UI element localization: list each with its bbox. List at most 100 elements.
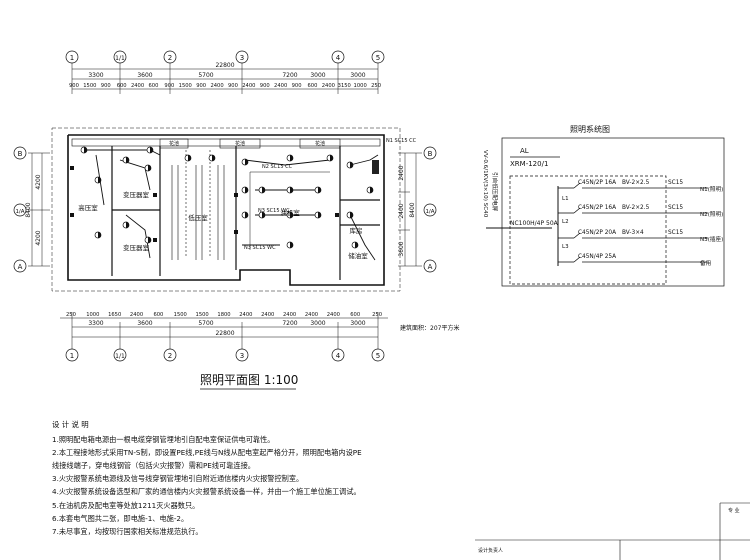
switch-icon <box>234 193 238 197</box>
dim-text: 600 <box>148 83 158 89</box>
dim-text: 8400 <box>25 202 32 217</box>
room-label-battery: 储油室 <box>348 251 368 260</box>
room-label-flower: 花池 <box>235 140 245 147</box>
system-title: 照明系统图 <box>570 124 610 134</box>
notes-heading: 设 计 说 明 <box>52 420 89 429</box>
light-fixture-fill <box>212 155 215 161</box>
axis-label: 1 <box>70 352 74 360</box>
dim-text: 2400 <box>130 312 143 318</box>
branch-breaker: C45N/2P 16A <box>578 180 616 186</box>
room-label-transformer: 变压器室 <box>123 190 150 199</box>
dim-text: 2400 <box>327 312 340 318</box>
flower-pit-box <box>299 138 341 149</box>
flower-pit-box <box>219 138 261 149</box>
axis-bubbles-left: B 1/A A <box>13 146 27 273</box>
axis-label: 2 <box>168 54 172 62</box>
panel-enclosure <box>509 175 667 285</box>
breaker-symbol <box>573 232 581 239</box>
axis-label: 3 <box>240 352 244 360</box>
dim-text: 600 <box>350 312 360 318</box>
note-item: 1.照明配电箱电源由一根电缆穿钢管埋地引自配电室保证供电可靠性。 <box>52 435 275 445</box>
switch-icon <box>153 238 157 242</box>
incoming-cable: VV-0.6/1KV(3×10) SC40 <box>482 150 488 218</box>
plan-title: 照明平面图 1:100 <box>200 373 298 387</box>
lighting-system-diagram: 照明系统图 AL XRM-120/1 VV-0.6/1KV(3×10) SC40… <box>482 124 725 287</box>
switch-icon <box>234 230 238 234</box>
light-fixture-fill <box>290 212 293 218</box>
breaker-symbol <box>573 182 581 189</box>
flower-pit-box <box>159 138 189 149</box>
branch-conduit: SC15 <box>668 180 683 186</box>
dim-text: 7200 <box>282 320 297 327</box>
axis-label: 1 <box>70 54 74 62</box>
dim-text: 2400 <box>242 83 255 89</box>
dim-text: 22800 <box>215 330 234 337</box>
right-dimensions: 2400 2400 3600 8400 <box>398 152 422 267</box>
panel-name: AL <box>520 147 529 155</box>
dim-text: 2400 <box>398 165 405 180</box>
light-fixtures <box>70 146 374 249</box>
dim-text: 22800 <box>215 62 234 69</box>
light-fixture-fill <box>370 187 373 193</box>
branch-cable: BV-3×4 <box>622 230 644 236</box>
dim-text: 4200 <box>35 230 42 245</box>
branch-breaker: C45N/2P 20A <box>578 230 616 236</box>
branch-circuit: 备用 <box>700 259 711 267</box>
axis-label: B <box>18 150 23 158</box>
dim-text: 600 <box>117 83 127 89</box>
cable-label: N2 SC15 CC <box>262 164 293 170</box>
branch-conduit: SC15 <box>668 230 683 236</box>
light-fixture-fill <box>84 147 87 153</box>
axis-label: 1/1 <box>115 353 125 360</box>
light-fixture-fill <box>245 159 248 165</box>
room-label-storage: 库房 <box>350 226 363 235</box>
dim-text: 1800 <box>217 312 230 318</box>
axis-label: 4 <box>336 54 341 62</box>
design-notes: 设 计 说 明 1.照明配电箱电源由一根电缆穿钢管埋地引自配电室保证供电可靠性。… <box>52 418 472 538</box>
dim-text: 1000 <box>86 312 99 318</box>
note-item: 6.本套电气图共二张，即电施-1、电施-2。 <box>52 513 189 523</box>
dim-text: 2400 <box>274 83 287 89</box>
branch-circuit: N2(照明) <box>700 211 723 218</box>
dim-text: 900 <box>260 83 270 89</box>
light-fixture-fill <box>148 237 151 243</box>
room-label-transformer: 变压器室 <box>123 243 150 252</box>
switch-icon <box>335 213 339 217</box>
breaker-symbol <box>573 207 581 214</box>
light-fixture-fill <box>290 187 293 193</box>
dim-text: 7200 <box>282 72 297 79</box>
light-fixture-fill <box>98 232 101 238</box>
axis-label: 2 <box>168 352 172 360</box>
dim-text: 900 <box>292 83 302 89</box>
dim-text: 900 <box>228 83 238 89</box>
dim-text: 3150 <box>338 83 351 89</box>
dim-text: 2400 <box>131 83 144 89</box>
room-labels: 高压室 变压器室 变压器室 低压室 油机室 库房 储油室 花池 花池 花池 <box>78 140 368 260</box>
light-fixture-fill <box>262 212 265 218</box>
axis-label: B <box>428 150 433 158</box>
site-boundary <box>51 127 401 292</box>
dim-text: 5700 <box>198 72 213 79</box>
dim-text: 2400 <box>210 83 223 89</box>
panel-model: XRM-120/1 <box>510 160 548 168</box>
note-item: 线接线端子，穿电线钢管（包括火灾报警）需和PE线可靠连接。 <box>52 461 255 471</box>
switch-icon <box>70 213 74 217</box>
note-item: 5.在油机房及配电室等处放1211灭火器数只。 <box>52 500 200 510</box>
axis-label: 5 <box>376 352 380 360</box>
axis-label: 1/A <box>425 209 434 215</box>
light-fixture-fill <box>126 222 129 228</box>
axis-label: 4 <box>336 352 341 360</box>
branch-cable: BV-2×2.5 <box>622 180 650 186</box>
dim-text: 3000 <box>350 72 365 79</box>
dim-text: 1650 <box>108 312 121 318</box>
lighting-floor-plan: 1 1/1 2 3 4 5 1 1/1 2 3 4 5 B 1/A A B 1/… <box>13 50 459 390</box>
cable-label: N1 SC15 CC <box>386 138 417 144</box>
dim-text: 900 <box>101 83 111 89</box>
dim-text: 3600 <box>398 241 405 256</box>
dim-text: 1500 <box>83 83 96 89</box>
